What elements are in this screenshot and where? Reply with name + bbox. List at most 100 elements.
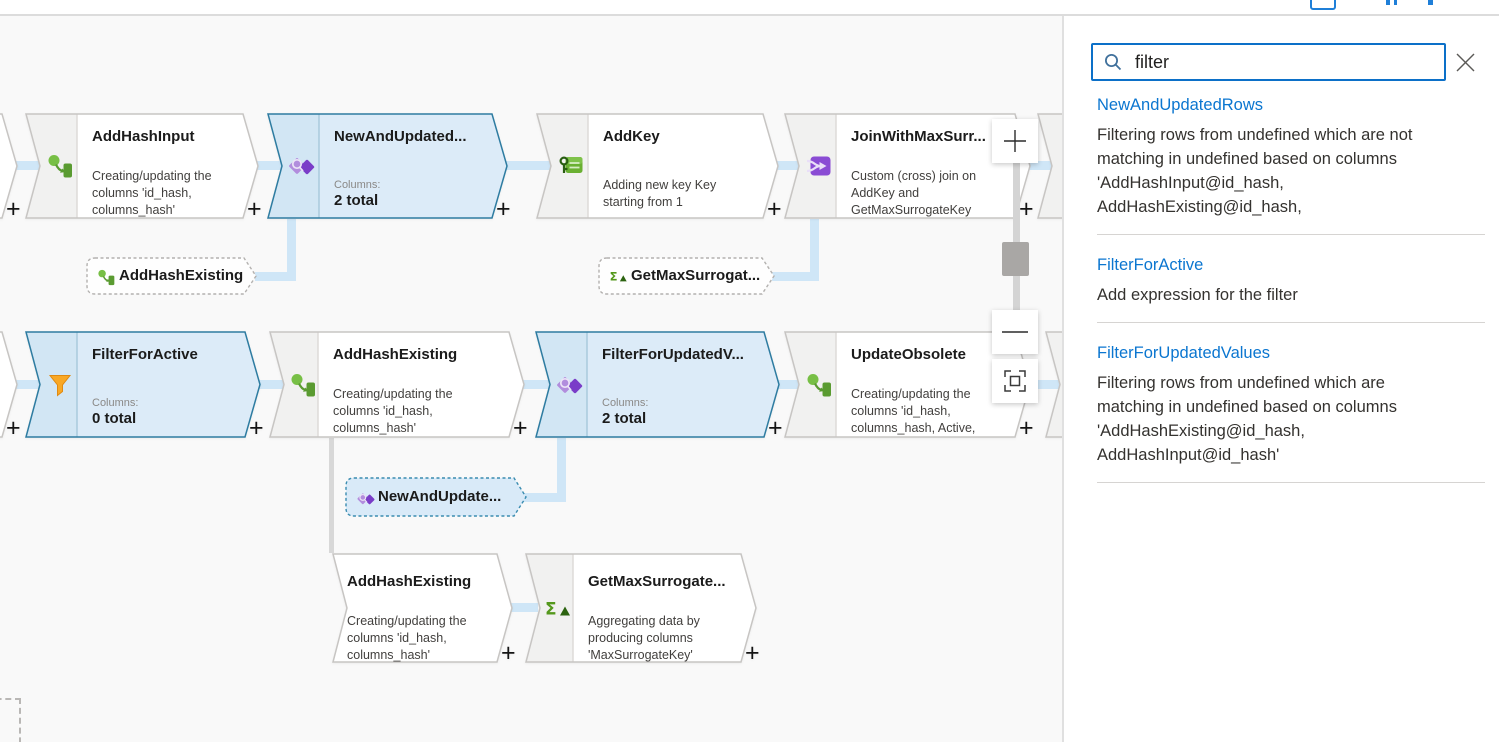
node-title: AddHashExisting — [347, 573, 472, 590]
add-transform-button[interactable]: + — [249, 414, 264, 442]
search-icon — [1105, 54, 1122, 71]
braces-partial-icon[interactable] — [1386, 0, 1390, 5]
add-transform-button[interactable]: + — [745, 639, 760, 667]
columns-label: Columns: — [334, 179, 381, 191]
node-description: Creating/updating the columns 'id_hash, … — [851, 387, 976, 435]
search-result-link[interactable]: FilterForActive — [1097, 256, 1204, 274]
transform-node-right-partial-1[interactable]: + — [1037, 113, 1062, 219]
columns-label: Columns: — [602, 397, 649, 409]
columns-count: 2 total — [334, 192, 379, 209]
add-transform-button[interactable]: + — [767, 195, 782, 223]
add-transform-button[interactable]: + — [513, 414, 528, 442]
svg-text:Σ: Σ — [610, 270, 618, 284]
node-title: FilterForUpdatedV... — [602, 346, 744, 363]
node-title: JoinWithMaxSurr... — [851, 128, 986, 145]
add-transform-button[interactable]: + — [768, 414, 783, 442]
node-content: JoinWithMaxSurr...Custom (cross) join on… — [784, 113, 1034, 223]
join-icon — [806, 154, 833, 179]
branch-edge-horiz — [255, 272, 296, 281]
node-description: Adding new key Key starting from 1 — [603, 178, 717, 209]
search-result-description: Filtering rows from undefined which are … — [1097, 126, 1413, 216]
pill-label: GetMaxSurrogat... — [631, 267, 761, 284]
add-transform-button[interactable]: + — [496, 195, 511, 223]
transform-node-right-partial-2[interactable]: + — [1045, 331, 1062, 438]
search-input[interactable] — [1133, 50, 1417, 74]
branch-edge-vert — [557, 438, 566, 502]
zoom-out-button[interactable] — [992, 310, 1038, 354]
derived-column-icon — [289, 372, 316, 397]
add-transform-button[interactable]: + — [501, 639, 516, 667]
add-transform-button[interactable]: + — [6, 414, 21, 442]
exists-icon — [356, 490, 376, 511]
add-transform-button[interactable]: + — [1019, 414, 1034, 442]
node-description: Creating/updating the columns 'id_hash, … — [347, 614, 467, 662]
stream-edge-row-1 — [0, 161, 1062, 170]
search-result-link[interactable]: NewAndUpdatedRows — [1097, 96, 1264, 114]
node-content: NewAndUpdated... Columns:2 total + — [267, 113, 511, 223]
close-search-button[interactable] — [1453, 50, 1477, 74]
transform-node-JoinWithMaxSurrogate[interactable]: JoinWithMaxSurr...Custom (cross) join on… — [784, 113, 1034, 223]
search-result-description: Add expression for the filter — [1097, 286, 1298, 304]
result-divider — [1097, 234, 1485, 235]
plus-icon — [1004, 130, 1026, 152]
columns-count: 0 total — [92, 410, 137, 427]
minus-icon — [1002, 331, 1028, 333]
add-transform-button[interactable]: + — [6, 195, 21, 223]
search-result-description: Filtering rows from undefined which are … — [1097, 374, 1397, 464]
zoom-slider-thumb[interactable] — [1002, 242, 1029, 276]
aggregate-icon: Σ — [609, 268, 628, 287]
branch-edge-vert — [810, 219, 819, 281]
zoom-in-button[interactable] — [992, 119, 1038, 163]
transform-node-NewAndUpdatedRows[interactable]: NewAndUpdated... Columns:2 total + — [267, 113, 511, 223]
close-icon — [1456, 53, 1474, 71]
exists-icon — [555, 372, 585, 398]
node-description: Aggregating data by producing columns 'M… — [588, 614, 700, 662]
add-transform-button[interactable]: + — [1019, 195, 1034, 223]
search-result-link[interactable]: FilterForUpdatedValues — [1097, 344, 1271, 362]
zoom-fit-button[interactable] — [992, 359, 1038, 403]
settings-partial-icon[interactable] — [1428, 0, 1433, 5]
top-toolbar — [0, 0, 1499, 16]
branch-edge-horiz — [523, 493, 566, 502]
braces-partial-icon-2 — [1394, 0, 1397, 5]
zoom-slider-track[interactable] — [1013, 163, 1020, 311]
reference-pill-pill-GetMaxSurrogat[interactable]: Σ GetMaxSurrogat... — [598, 257, 775, 295]
branch-edge-horiz — [772, 272, 819, 281]
node-content: + — [0, 113, 21, 223]
transform-node-FilterForUpdatedValues[interactable]: FilterForUpdatedV...Columns:2 total+ — [535, 331, 783, 442]
reference-pill-pill-NewAndUpdate[interactable]: NewAndUpdate... — [345, 477, 527, 517]
search-box — [1091, 43, 1446, 81]
aggregate-icon: Σ — [544, 597, 572, 620]
offscreen-dashed-node — [0, 698, 21, 742]
node-content: ..+ — [0, 331, 21, 442]
group-edge-gray — [329, 438, 334, 553]
transform-node-left-partial-2[interactable]: ..+ — [0, 331, 21, 442]
node-title: NewAndUpdated... — [334, 128, 467, 145]
columns-label: Columns: — [92, 397, 139, 409]
stream-edge-row-3 — [498, 603, 538, 612]
reference-pill-pill-AddHashExisting[interactable]: AddHashExisting — [86, 257, 257, 295]
monitor-partial-icon[interactable] — [1310, 0, 1336, 10]
pill-label: NewAndUpdate... — [378, 488, 502, 505]
node-title: AddHashInput — [92, 128, 195, 145]
node-description: Creating/updating the columns 'id_hash, … — [333, 387, 453, 435]
transform-node-left-partial-1[interactable]: + — [0, 113, 21, 223]
add-transform-button[interactable]: + — [247, 195, 262, 223]
